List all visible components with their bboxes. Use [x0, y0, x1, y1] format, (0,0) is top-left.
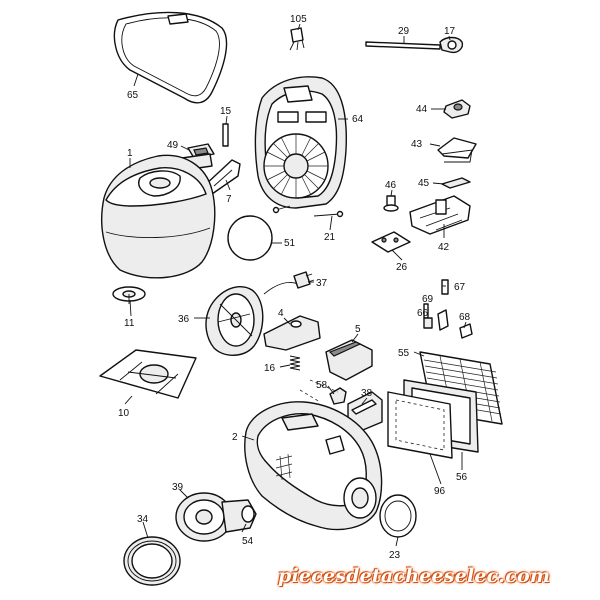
part-21-screw — [272, 205, 344, 218]
part-64-rear-housing — [254, 76, 347, 209]
part-105-spring-clip — [289, 27, 305, 51]
callout-36: 36 — [178, 314, 190, 325]
callout-56: 56 — [456, 472, 468, 483]
part-67-clip — [441, 279, 449, 295]
part-43-handle-bracket — [437, 137, 477, 163]
callout-43: 43 — [411, 139, 423, 150]
part-2-main-body — [244, 379, 383, 531]
callout-1: 1 — [127, 148, 133, 159]
callout-4: 4 — [278, 308, 284, 319]
callout-37: 37 — [316, 278, 328, 289]
part-34-motor-seal-ring — [123, 536, 181, 586]
part-68-spring-plate — [437, 309, 473, 339]
callout-15: 15 — [220, 106, 232, 117]
callout-11: 11 — [124, 318, 135, 329]
part-4-cover-plate — [263, 315, 321, 351]
part-58-button — [329, 387, 347, 405]
part-36-cord-reel — [205, 285, 264, 356]
site-watermark: piecesdetacheeselec.com — [278, 565, 551, 587]
callout-34: 34 — [137, 514, 149, 525]
part-37-power-cord-plug — [263, 271, 315, 295]
callout-68: 68 — [459, 312, 471, 323]
part-65-top-gasket — [113, 11, 228, 104]
part-42-mechanism — [409, 195, 471, 235]
part-17-hose-clip — [439, 36, 464, 54]
part-1-top-cover — [101, 154, 216, 279]
callout-66: 66 — [417, 308, 429, 319]
callout-64: 64 — [352, 114, 364, 125]
callout-51: 51 — [284, 238, 296, 249]
part-66-catch — [423, 317, 433, 329]
callout-38: 38 — [361, 388, 373, 399]
callout-29: 29 — [398, 26, 410, 37]
part-26-plate — [371, 231, 411, 253]
callout-49: 49 — [167, 140, 179, 151]
callout-55: 55 — [398, 348, 410, 359]
part-38-latch-block — [347, 391, 383, 433]
callout-96: 96 — [434, 486, 446, 497]
part-51-round-filter — [227, 215, 273, 261]
callout-7: 7 — [226, 194, 232, 205]
part-46-knob — [383, 195, 399, 212]
callout-67: 67 — [454, 282, 466, 293]
leader-lines — [124, 23, 467, 547]
callout-69: 69 — [422, 294, 434, 305]
part-15-pin — [222, 123, 229, 147]
part-96-filter — [387, 391, 453, 459]
callout-44: 44 — [416, 104, 428, 115]
callout-39: 39 — [172, 482, 184, 493]
callout-105: 105 — [290, 14, 307, 25]
part-39-motor — [175, 492, 257, 542]
callout-42: 42 — [438, 242, 450, 253]
callout-23: 23 — [389, 550, 401, 561]
callout-46: 46 — [385, 180, 397, 191]
callout-26: 26 — [396, 262, 408, 273]
part-23-round-filter — [379, 494, 417, 538]
part-5-lid — [325, 339, 373, 381]
callout-65: 65 — [127, 90, 139, 101]
callout-16: 16 — [264, 363, 276, 374]
callout-45: 45 — [418, 178, 430, 189]
callout-54: 54 — [242, 536, 254, 547]
part-45-slide — [441, 177, 471, 189]
part-11-caster — [112, 286, 146, 304]
callout-5: 5 — [355, 324, 361, 335]
part-44-latch — [443, 99, 471, 119]
part-10-bag-holder — [99, 349, 197, 399]
callout-21: 21 — [324, 232, 336, 243]
callout-10: 10 — [118, 408, 130, 419]
callout-labels: 105 29 17 65 64 44 15 49 43 1 7 46 45 21… — [118, 14, 471, 561]
callout-17: 17 — [444, 26, 456, 37]
part-16-spring — [289, 355, 301, 371]
callout-2: 2 — [232, 432, 238, 443]
callout-58: 58 — [316, 380, 328, 391]
part-29-rod — [365, 41, 441, 50]
